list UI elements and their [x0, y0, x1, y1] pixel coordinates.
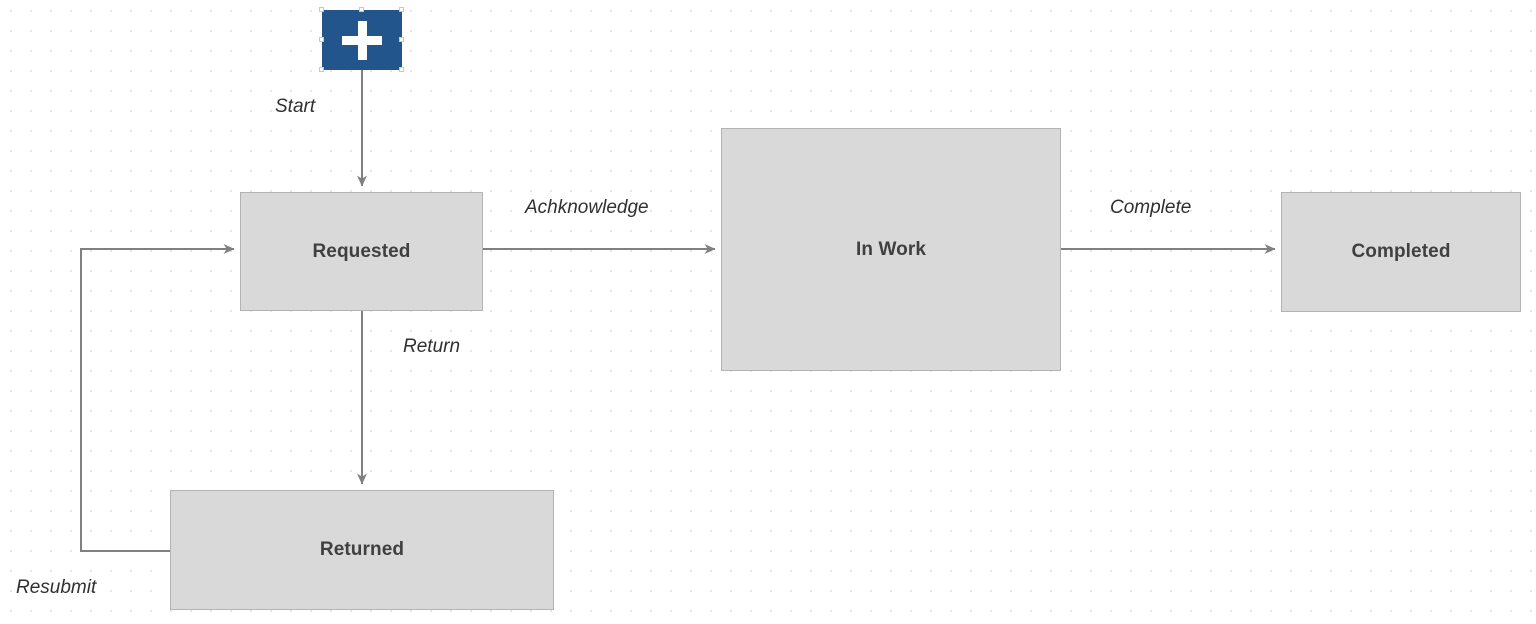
node-returned-label: Returned — [319, 539, 405, 560]
resize-handle-nw[interactable] — [319, 7, 324, 12]
node-completed[interactable]: Completed — [1281, 192, 1521, 312]
resize-handle-ne[interactable] — [399, 7, 404, 12]
add-start-node-button[interactable] — [322, 10, 402, 70]
node-returned[interactable]: Returned — [170, 490, 554, 610]
resize-handle-w[interactable] — [319, 37, 324, 42]
resize-handle-sw[interactable] — [319, 67, 324, 72]
plus-icon-vertical — [357, 21, 367, 60]
edge-label-resubmit: Resubmit — [16, 577, 97, 598]
edge-label-complete: Complete — [1110, 197, 1192, 218]
node-in-work-label: In Work — [855, 238, 927, 260]
resize-handle-se[interactable] — [399, 67, 404, 72]
node-in-work[interactable]: In Work — [721, 128, 1061, 371]
edge-label-start: Start — [275, 96, 316, 117]
node-requested-label: Requested — [312, 240, 411, 262]
node-requested[interactable]: Requested — [240, 192, 483, 311]
resize-handle-n[interactable] — [359, 7, 364, 12]
edge-label-return: Return — [403, 336, 461, 357]
node-completed-label: Completed — [1351, 241, 1451, 262]
edge-label-acknowledge: Achknowledge — [525, 197, 649, 218]
resize-handle-e[interactable] — [399, 37, 404, 42]
